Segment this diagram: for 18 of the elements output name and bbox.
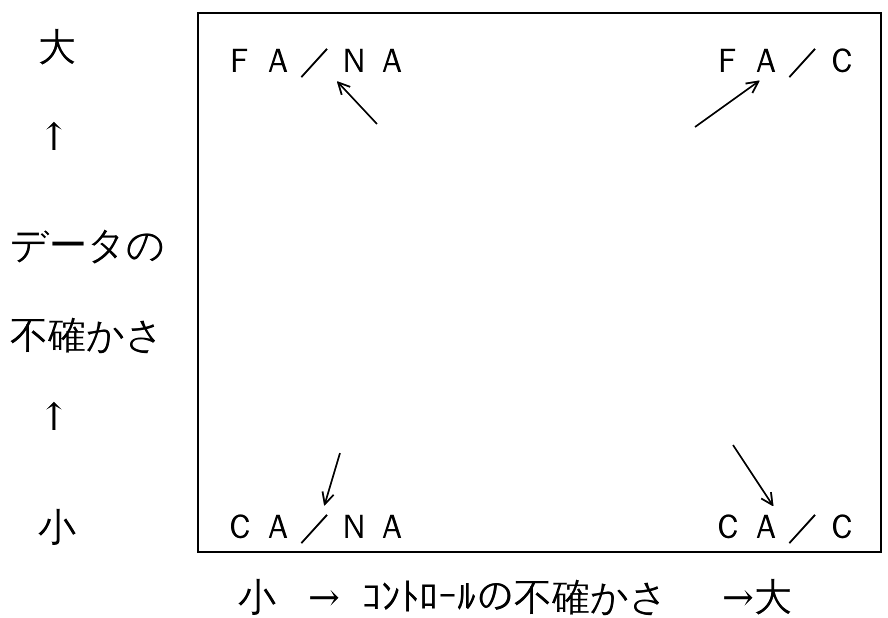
axis-label: データの不確かさ — [10, 222, 166, 359]
arrow — [694, 80, 760, 128]
direction-arrow: ↑ — [38, 118, 70, 156]
arrow — [732, 444, 774, 506]
axis-label: 小 — [38, 508, 76, 546]
axis-label: ｺﾝﾄﾛｰﾙの不確かさ — [362, 578, 668, 616]
corner-label: ＣＡ／Ｃ — [711, 510, 863, 544]
axis-label: →大 — [722, 578, 792, 616]
direction-arrow: → — [308, 578, 340, 616]
corner-label: ＦＡ／ＮＡ — [223, 44, 413, 78]
corner-label: ＣＡ／ＮＡ — [223, 510, 413, 544]
corner-label: ＦＡ／Ｃ — [711, 44, 863, 78]
frame-box — [197, 12, 882, 553]
arrow — [337, 81, 378, 125]
arrow — [322, 452, 341, 506]
axis-label: 大 — [38, 28, 76, 66]
direction-arrow: ↑ — [38, 398, 70, 436]
axis-label: 小 — [238, 578, 276, 616]
